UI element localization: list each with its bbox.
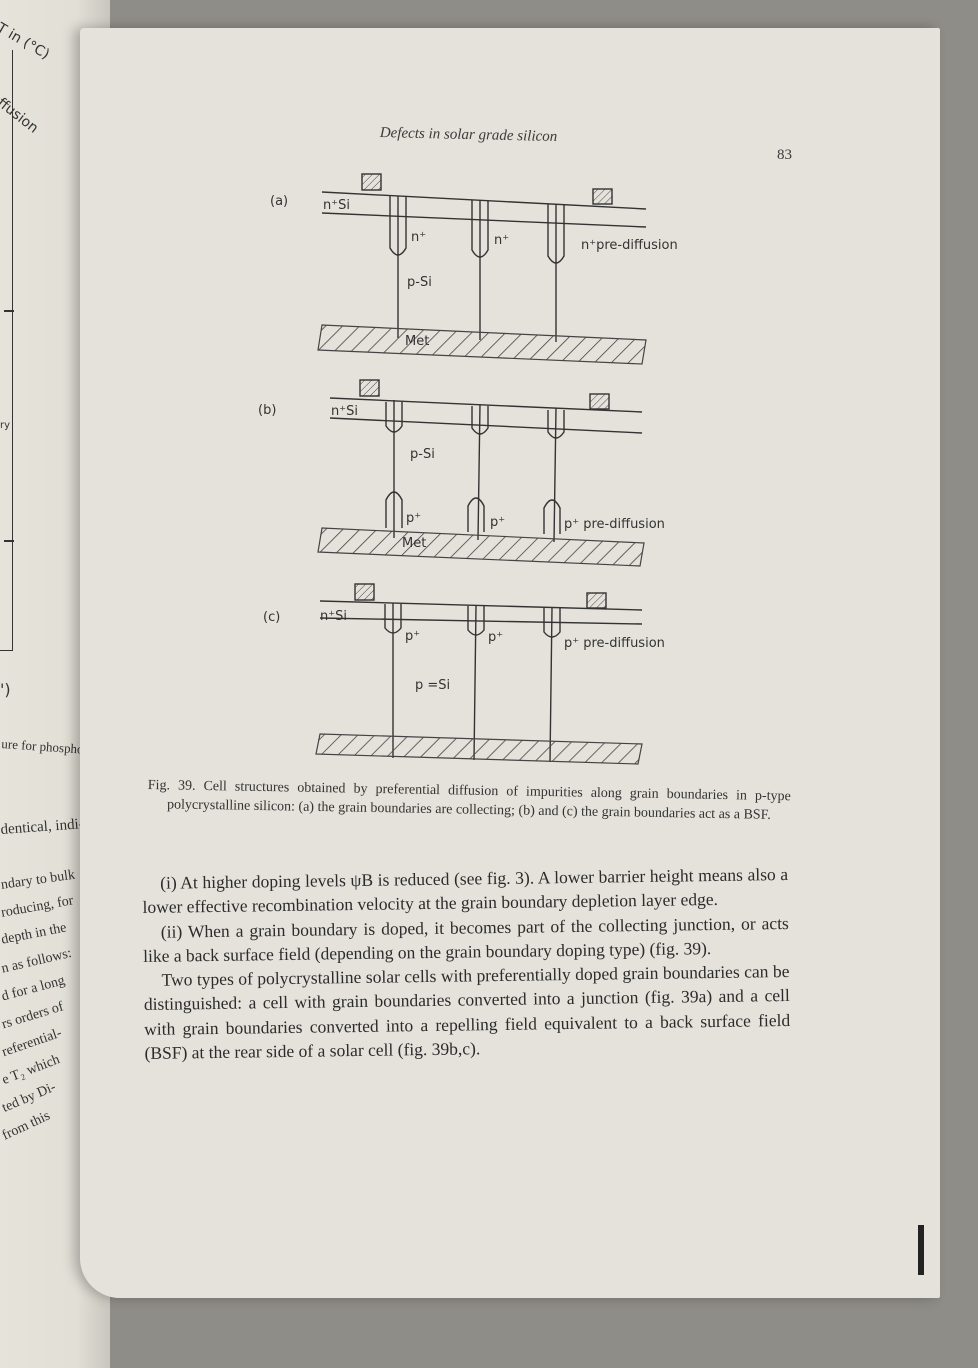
- grain-boundary: [549, 607, 553, 763]
- panel-b-grain2-label: p⁺: [490, 515, 505, 530]
- panel-a: [317, 173, 647, 365]
- left-graph-tick: [4, 310, 14, 312]
- metal-layer: [317, 527, 645, 567]
- panel-a-grain1-label: n⁺: [411, 230, 426, 245]
- page-number: 83: [777, 147, 792, 163]
- panel-b: [317, 379, 645, 567]
- panel-b-metal-label: Met: [402, 536, 426, 551]
- panel-c-bulk-label: p =Si: [415, 678, 450, 693]
- left-text-line: dentical, indi-: [0, 816, 85, 838]
- panel-b-bulk-label: p-Si: [410, 447, 435, 462]
- panel-a-metal-label: Met: [405, 334, 429, 349]
- panel-b-annotation: p⁺ pre-diffusion: [564, 517, 665, 532]
- panel-b-surface-label: n⁺Si: [331, 404, 358, 419]
- left-text-line: depth in the: [0, 920, 68, 948]
- panel-b-label: (b): [258, 403, 276, 418]
- paragraph: Two types of polycrystalline solar cells…: [143, 961, 791, 1064]
- panel-a-bulk-label: p-Si: [407, 275, 432, 290]
- panel-c: [315, 583, 643, 765]
- left-side-label: ry: [0, 420, 11, 431]
- surface-line: [321, 191, 647, 210]
- panel-c-grain1-label: p⁺: [405, 629, 420, 644]
- panel-a-grain2-label: n⁺: [494, 233, 509, 248]
- grain-boundary-bsf: [385, 491, 403, 528]
- metal-layer: [315, 733, 643, 765]
- left-text-line: ndary to bulk: [0, 867, 77, 893]
- grain-boundary: [477, 403, 481, 541]
- contact-pad: [359, 379, 380, 397]
- panel-a-surface-label: n⁺Si: [323, 198, 350, 213]
- panel-c-surface-label: n⁺Si: [320, 609, 347, 624]
- contact-pad: [589, 393, 610, 410]
- panel-c-grain2-label: p⁺: [488, 630, 503, 645]
- contact-pad: [354, 583, 375, 601]
- contact-pad: [361, 173, 382, 191]
- left-graph-frame: [0, 50, 13, 651]
- grain-boundary: [473, 605, 477, 761]
- left-graph-tick: [4, 540, 14, 542]
- metal-layer: [317, 324, 647, 365]
- left-bracket-label: '): [0, 680, 11, 699]
- junction-line: [319, 617, 643, 625]
- page-edge-shadow: [918, 1225, 924, 1275]
- book-page: Defects in solar grade silicon 83 (a): [80, 28, 940, 1298]
- grain-boundary: [553, 407, 557, 543]
- surface-line: [319, 600, 643, 611]
- paragraph: (i) At higher doping levels ψB is reduce…: [142, 863, 789, 918]
- left-text-line: roducing, for: [0, 893, 75, 921]
- body-text: (i) At higher doping levels ψB is reduce…: [142, 862, 791, 1065]
- surface-line: [329, 397, 643, 413]
- panel-a-label: (a): [270, 194, 288, 209]
- contact-pad: [592, 188, 613, 205]
- junction-line: [329, 417, 643, 434]
- grain-boundary-bsf: [543, 499, 561, 534]
- grain-boundary-bsf: [467, 497, 485, 532]
- panel-a-annotation: n⁺pre-diffusion: [581, 238, 678, 253]
- contact-pad: [586, 592, 607, 609]
- panel-c-label: (c): [263, 610, 280, 625]
- panel-c-annotation: p⁺ pre-diffusion: [564, 636, 665, 651]
- panel-b-grain1-label: p⁺: [406, 511, 421, 526]
- junction-line: [321, 212, 647, 228]
- figure-39: (a) n⁺Si n⁺ n⁺ n⁺pre-diffusion p-Si Met …: [258, 173, 678, 765]
